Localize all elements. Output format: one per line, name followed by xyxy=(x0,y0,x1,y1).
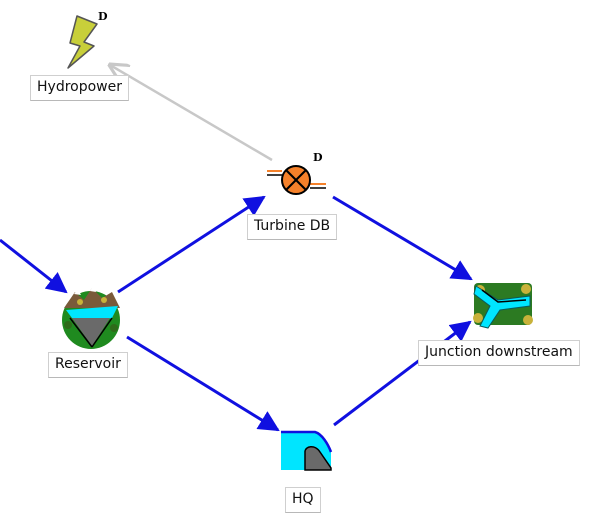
reservoir-icon[interactable] xyxy=(62,286,120,349)
weir-hq-icon[interactable] xyxy=(281,430,333,471)
node-label-reservoir[interactable]: Reservoir xyxy=(48,352,128,378)
edge-turbine-to-junction[interactable] xyxy=(332,195,473,281)
edge-reservoir-to-turbine[interactable] xyxy=(117,195,266,294)
edge-reservoir-to-hq[interactable] xyxy=(126,335,280,432)
lightning-bolt-icon[interactable] xyxy=(67,15,98,69)
turbine-icon[interactable] xyxy=(267,165,326,195)
river-junction-icon[interactable] xyxy=(473,283,533,329)
node-badge-hydropower: D xyxy=(98,10,108,23)
node-label-hydropower[interactable]: Hydropower xyxy=(30,75,129,101)
node-label-turbine[interactable]: Turbine DB xyxy=(247,214,338,240)
edge-turbine-to-hydropower[interactable] xyxy=(110,65,273,162)
node-label-junction[interactable]: Junction downstream xyxy=(418,340,580,366)
edge-hq-to-junction[interactable] xyxy=(333,320,472,427)
edge-incoming-to-reservoir[interactable] xyxy=(0,238,68,294)
node-badge-turbine: D xyxy=(313,151,323,164)
node-label-hq[interactable]: HQ xyxy=(285,487,321,513)
